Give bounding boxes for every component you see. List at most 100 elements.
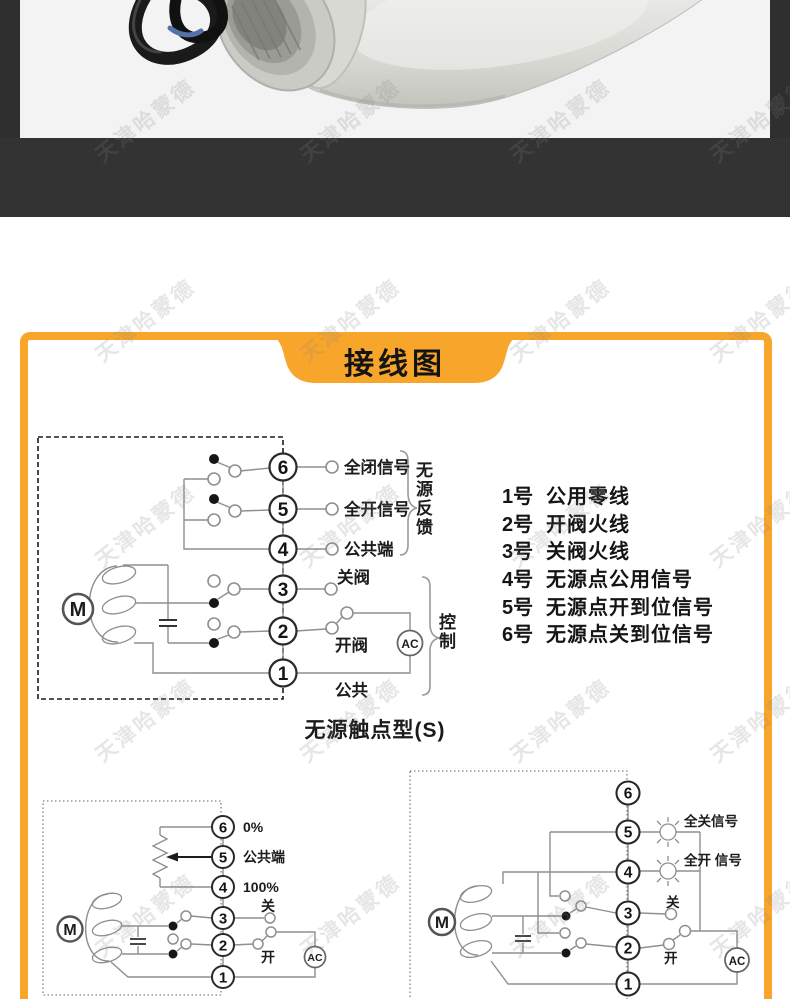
terminal-circles (615, 780, 641, 997)
label-open: 开 (261, 949, 275, 965)
terminal-number: 2 (624, 941, 633, 958)
label-zero-percent: 0% (243, 819, 264, 835)
bracket-label-passive-feedback: 无源反馈 (413, 461, 432, 537)
terminal-number: 2 (219, 938, 227, 955)
label-open-valve: 开阀 (335, 635, 368, 655)
diagram-passive-contact: M AC 6 5 4 3 2 1 全闭信号 全开信号 公共端 (30, 425, 475, 745)
ac-label: AC (307, 952, 323, 964)
terminal-description-list: 1号公用零线 2号开阀火线 3号关阀火线 4号无源点公用信号 5号无源点开到位信… (502, 481, 714, 647)
diagram-signal-lamp: M AC 6 5 4 3 2 1 全关信号 全开 信号 关 开 (405, 763, 770, 999)
dotted-enclosure (409, 770, 628, 999)
label-close-valve: 关阀 (337, 567, 370, 587)
motor-windings (459, 885, 493, 958)
dashed-enclosure (37, 436, 284, 700)
diagram-modulating: M AC 6 5 4 3 2 1 0% 公共端 100% 关 (40, 790, 345, 999)
terminal-number: 1 (624, 977, 633, 994)
signal-lamp-icon (656, 817, 680, 847)
diagram-caption: 无源触点型(S) (304, 719, 446, 742)
switch-contacts (207, 454, 354, 648)
terminal-number: 4 (278, 540, 289, 561)
terminal-number: 1 (278, 664, 289, 685)
label-common: 公共 (335, 681, 369, 700)
terminal-desc: 公用零线 (546, 486, 630, 509)
valve-photo-illustration (128, 0, 703, 109)
dark-divider-band (0, 138, 790, 217)
label-full-close-signal: 全闭信号 (343, 457, 410, 477)
terminal-number: 4 (624, 865, 633, 882)
terminal-number: 6 (624, 786, 633, 803)
terminal-no: 3号 (502, 541, 534, 564)
list-item: 2号开阀火线 (502, 509, 714, 537)
capacitor-icon (515, 935, 531, 942)
terminal-desc: 无源点关到位信号 (546, 624, 714, 647)
terminal-number: 6 (278, 458, 289, 479)
motor-icon (427, 907, 457, 937)
product-photo (20, 0, 770, 138)
label-close: 关 (666, 894, 680, 910)
list-item: 6号无源点关到位信号 (502, 619, 714, 647)
motor-windings (101, 565, 137, 645)
label-close: 关 (261, 898, 275, 914)
potentiometer-icon (151, 834, 169, 879)
terminal-no: 1号 (502, 486, 534, 509)
threaded-port (214, 0, 336, 92)
terminal-number: 3 (624, 906, 633, 923)
terminal-desc: 关阀火线 (546, 541, 630, 564)
terminal-no: 5号 (502, 596, 534, 619)
switch-contacts (559, 890, 692, 958)
banner-tab-shape (260, 332, 530, 383)
banner-title: 接线图 (344, 348, 446, 381)
list-item: 3号关阀火线 (502, 536, 714, 564)
terminal-number: 3 (278, 580, 289, 601)
capacitor-icon (159, 619, 177, 627)
motor-icon (61, 592, 95, 626)
terminal-no: 2号 (502, 513, 534, 536)
product-photo-section (0, 0, 790, 138)
terminal-number: 1 (219, 970, 227, 987)
ac-source-icon (724, 947, 750, 973)
terminal-number: 3 (219, 911, 227, 928)
terminal-circles (268, 452, 298, 688)
terminal-no: 6号 (502, 624, 534, 647)
terminal-desc: 开阀火线 (546, 513, 630, 536)
label-full-open-signal: 全开 信号 (683, 852, 742, 868)
label-common-terminal: 公共端 (344, 539, 394, 559)
terminal-number: 5 (278, 500, 289, 521)
label-full-open-signal: 全开信号 (343, 499, 410, 519)
label-common-terminal: 公共端 (243, 849, 285, 865)
brace-control (421, 576, 440, 696)
motor-windings (91, 892, 123, 964)
ac-label: AC (729, 956, 746, 968)
ac-label: AC (401, 637, 419, 651)
list-item: 4号无源点公用信号 (502, 564, 714, 592)
motor-label: M (435, 913, 449, 932)
label-full-close-signal: 全关信号 (683, 813, 738, 829)
motor-icon (56, 915, 84, 943)
label-hundred-percent: 100% (243, 879, 279, 895)
wiring-card (20, 332, 772, 999)
capacitor-icon (130, 938, 146, 945)
list-item: 5号无源点开到位信号 (502, 591, 714, 619)
signal-lamp-icon (656, 856, 680, 886)
brace-feedback (399, 450, 418, 556)
ac-source-icon (396, 629, 424, 657)
terminal-number: 2 (278, 622, 289, 643)
terminal-number: 6 (219, 820, 227, 837)
terminal-circles (211, 815, 235, 989)
terminal-number: 5 (219, 850, 227, 867)
cable-icon (128, 0, 228, 65)
list-item: 1号公用零线 (502, 481, 714, 509)
terminal-number: 5 (624, 825, 633, 842)
dotted-enclosure (42, 800, 222, 996)
switch-contacts (167, 910, 277, 959)
motor-label: M (70, 599, 87, 621)
terminal-no: 4号 (502, 569, 534, 592)
wiper-arrow (166, 852, 212, 862)
terminal-desc: 无源点公用信号 (546, 569, 693, 592)
terminal-desc: 无源点开到位信号 (546, 596, 714, 619)
terminal-number: 4 (219, 880, 228, 897)
ac-source-icon (303, 945, 327, 969)
motor-label: M (63, 922, 76, 939)
bracket-label-control: 控制 (436, 613, 455, 651)
